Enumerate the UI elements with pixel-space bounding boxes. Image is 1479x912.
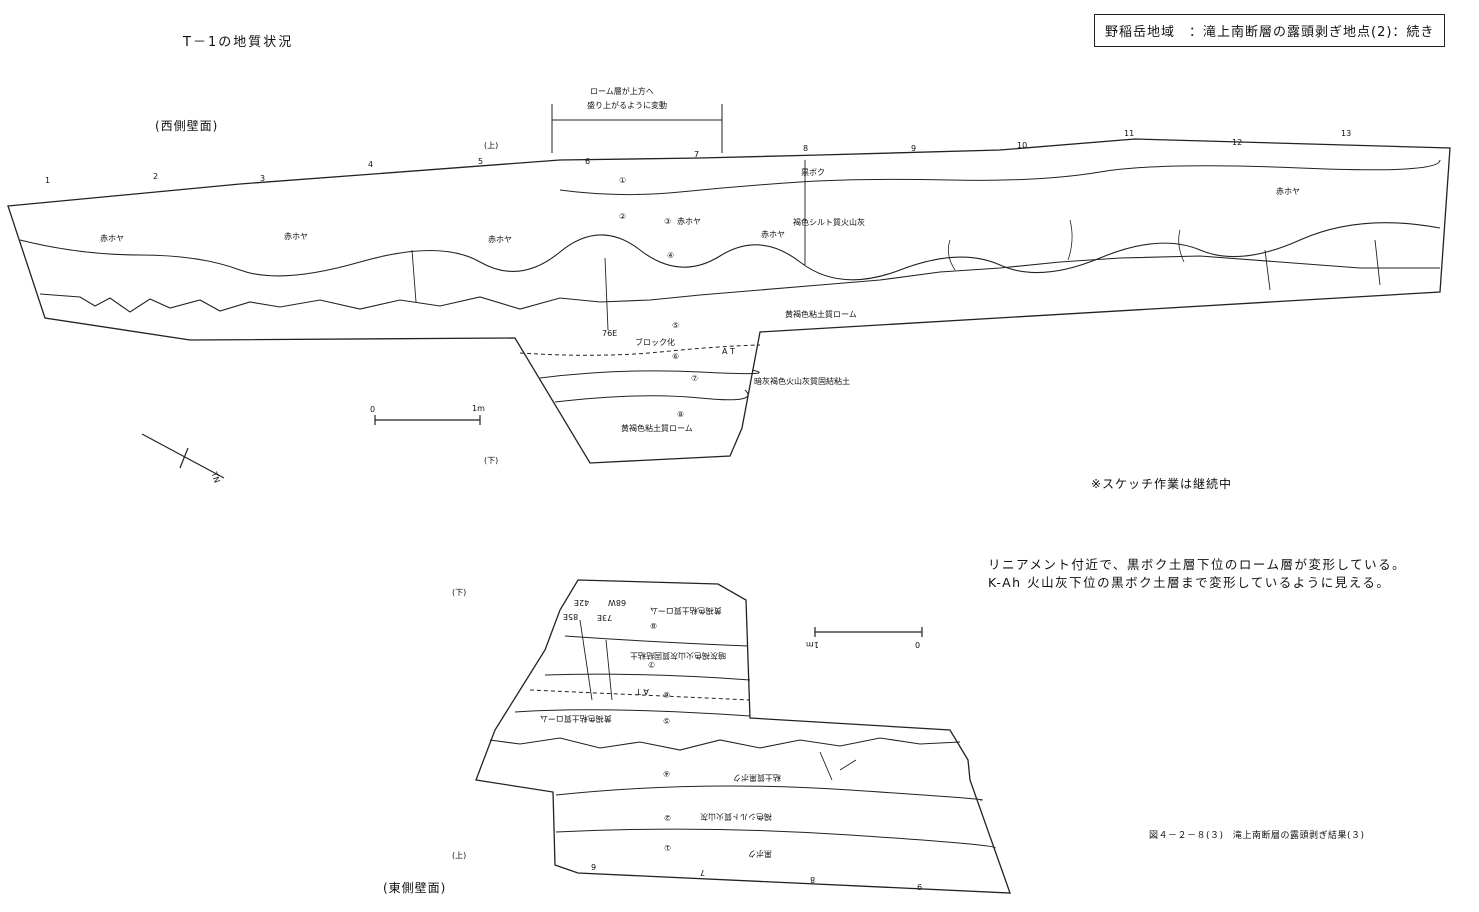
observation-1: リニアメント付近で、黒ボク土層下位のローム層が変形している。: [988, 557, 1407, 572]
east-wall-label: (東側壁面): [383, 881, 447, 895]
label-akahoya: 赤ホヤ: [284, 232, 308, 241]
unit-3: ③: [664, 217, 672, 226]
figure-caption: 図４－２－８(３) 滝上南断層の露頭剥ぎ結果(３): [1149, 831, 1365, 841]
label-akahoya: 赤ホヤ: [761, 230, 785, 239]
east-unit-8: ⑧: [650, 621, 658, 630]
west-tick: 13: [1341, 129, 1352, 138]
west-tick: 5: [478, 157, 484, 166]
east-line-4: [514, 709, 751, 717]
sketch-note: ※スケッチ作業は継続中: [1091, 477, 1233, 491]
west-tick: 4: [368, 160, 374, 169]
east-wall-outline: [475, 579, 1011, 894]
west-tick: 2: [153, 172, 159, 181]
east-measure: 85E: [563, 612, 579, 621]
east-line-6: [555, 785, 983, 801]
deformation-note-2: 盛り上がるように変動: [587, 101, 667, 110]
east-measure: 73E: [597, 613, 613, 622]
east-label-kuroboku: 黒ボク: [748, 849, 772, 858]
east-unit-7: ⑦: [648, 660, 656, 669]
north-arrow: [141, 433, 225, 479]
label-akahoya: 赤ホヤ: [1276, 187, 1300, 196]
label-kasshoku-silt: 褐色シルト質火山灰: [793, 218, 865, 227]
west-line-8: [554, 389, 749, 403]
unit-2: ②: [619, 212, 627, 221]
label-block: ブロック化: [635, 338, 675, 347]
west-tick: 10: [1017, 141, 1028, 150]
east-measure: 42E: [574, 598, 590, 607]
east-unit-5: ⑤: [663, 716, 671, 725]
west-boundary-1: [19, 222, 1441, 281]
label-kuroboku: 黒ボク: [801, 168, 825, 177]
west-at-line: [519, 344, 761, 356]
label-akahoya: 赤ホヤ: [488, 235, 512, 244]
east-label-loam-top: 黄褐色粘土質ローム: [650, 606, 722, 615]
west-scale-one: 1m: [472, 404, 485, 413]
east-label-at: A T: [636, 687, 649, 696]
unit-5: ⑤: [672, 321, 680, 330]
west-scale-zero: 0: [370, 405, 376, 414]
unit-8: ⑧: [677, 410, 685, 419]
west-tick: 6: [585, 157, 591, 166]
unit-7: ⑦: [691, 374, 699, 383]
east-line-7: [555, 828, 996, 849]
page-title: T－1の地質状況: [183, 35, 294, 50]
label-ankaishoku: 暗灰褐色火山灰質固結粘土: [754, 377, 850, 386]
west-top-marker: (上): [484, 141, 499, 150]
east-scale-bar: [814, 627, 923, 637]
west-wall-outline: [7, 138, 1451, 464]
west-bottom-marker: (下): [484, 456, 499, 465]
west-scale-bar: [374, 415, 481, 425]
west-boundary-0: [559, 159, 1441, 196]
label-at: A T: [722, 347, 735, 356]
west-tick: 11: [1124, 129, 1135, 138]
east-scale-one: 1m: [806, 640, 819, 649]
label-loam: 黄褐色粘土質ローム: [785, 310, 857, 319]
east-unit-1: ①: [664, 843, 672, 852]
unit-1: ①: [619, 176, 627, 185]
east-scale-zero: 0: [915, 640, 921, 649]
east-tick: 9: [917, 882, 923, 891]
west-tick: 1: [45, 176, 51, 185]
observation-2: K-Ah 火山灰下位の黒ボク土層まで変形しているように見える。: [988, 575, 1391, 590]
east-unit-2: ②: [664, 813, 672, 822]
deformation-note-1: ローム層が上方へ: [590, 87, 654, 96]
measure-label: 76E: [602, 329, 618, 338]
east-top-marker: (上): [452, 851, 467, 860]
unit-6: ⑥: [672, 352, 680, 361]
east-label-kasshoku: 褐色シルト質火山灰: [700, 812, 772, 821]
east-line-2: [544, 673, 751, 681]
east-measure: 68W: [608, 598, 627, 607]
east-label-ankaishoku: 暗灰褐色火山灰質固結粘土: [630, 651, 726, 660]
east-line-1: [564, 635, 749, 647]
east-unit-4: ④: [663, 769, 671, 778]
east-tick: 7: [700, 868, 706, 877]
east-bottom-marker: (下): [452, 588, 467, 597]
label-akahoya: 赤ホヤ: [677, 217, 701, 226]
east-at-line: [529, 689, 751, 701]
east-boundary-jagged: [489, 737, 961, 751]
west-wall-label: (西側壁面): [155, 119, 219, 133]
west-tick: 8: [803, 144, 809, 153]
west-line-7: [539, 369, 760, 379]
west-tick: 12: [1232, 138, 1243, 147]
west-tick: 9: [911, 144, 917, 153]
label-loam-lower: 黄褐色粘土質ローム: [621, 424, 693, 433]
east-label-kuroboku-clay: 粘土質黒ボク: [733, 773, 781, 782]
deformation-bracket: [551, 104, 723, 153]
west-boundary-2: [39, 255, 1440, 313]
label-akahoya: 赤ホヤ: [100, 234, 124, 243]
east-unit-6: ⑥: [663, 690, 671, 699]
west-tick: 3: [260, 174, 266, 183]
header-box: 野稲岳地域 ：滝上南断層の露頭剥ぎ地点(2)：続き: [1094, 14, 1446, 47]
east-tick: 8: [810, 875, 816, 884]
east-tick: 6: [591, 862, 597, 871]
east-label-loam: 黄褐色粘土質ローム: [540, 714, 612, 723]
unit-4: ④: [667, 251, 675, 260]
west-tick: 7: [694, 150, 700, 159]
